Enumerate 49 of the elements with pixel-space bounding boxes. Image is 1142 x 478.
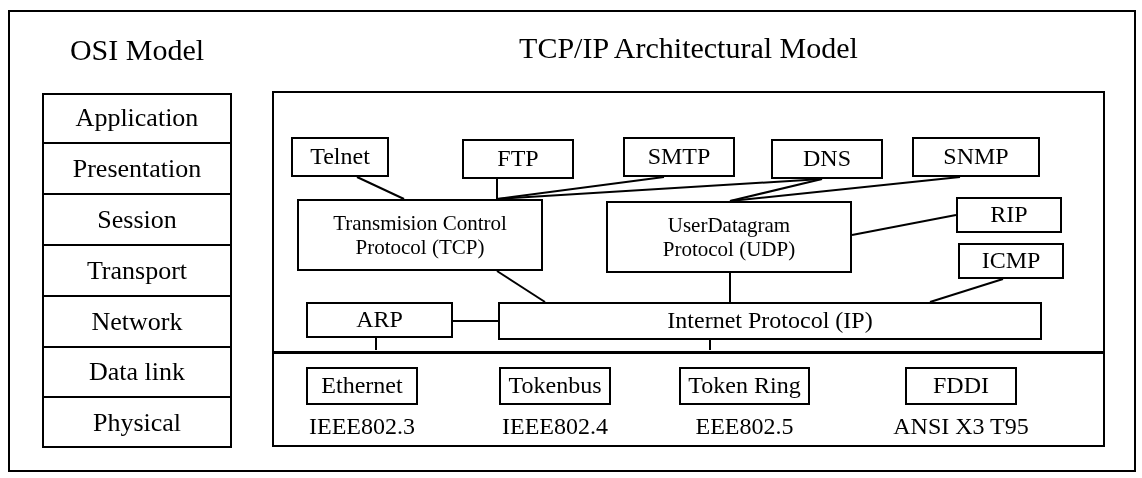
connector-line: [729, 272, 731, 303]
layer-label: Application: [75, 102, 199, 133]
protocol-label: ICMP: [981, 247, 1041, 275]
layer-label: Data link: [89, 357, 185, 387]
protocol-label: RIP: [990, 201, 1028, 229]
protocol-label: Internet Protocol (IP): [667, 307, 873, 335]
connector-line: [929, 278, 1004, 303]
column-heading: TCP/IP Architectural Model: [519, 31, 858, 66]
standard-label: ANSI X3 T95: [893, 413, 1029, 441]
protocol-label: UserDatagram Protocol (UDP): [661, 212, 797, 262]
protocol-label: FTP: [497, 145, 539, 173]
protocol-label: Transmision Control Protocol (TCP): [332, 210, 508, 260]
connector-line: [496, 178, 498, 200]
layer-label: Presentation: [72, 153, 202, 184]
connector-line: [709, 339, 711, 351]
column-heading: OSI Model: [69, 33, 205, 68]
layer-label: Session: [97, 204, 177, 235]
protocol-box: [297, 199, 543, 271]
protocol-box: [623, 137, 735, 177]
protocol-label: FDDI: [933, 372, 989, 400]
protocol-label: SMTP: [647, 143, 711, 171]
standard-label: EEE802.5: [695, 413, 794, 441]
connector-line: [729, 178, 823, 202]
layer-label: Transport: [86, 255, 188, 286]
protocol-box: [956, 197, 1062, 233]
protocol-label: DNS: [803, 145, 851, 173]
protocol-label: Ethernet: [321, 372, 403, 400]
protocol-box: [912, 137, 1040, 177]
standard-label: IEEE802.3: [309, 413, 415, 441]
protocol-label: SNMP: [943, 143, 1009, 171]
protocol-box: [958, 243, 1064, 279]
protocol-box: [606, 201, 852, 273]
connector-line: [729, 176, 961, 202]
connector-line: [496, 270, 546, 303]
layer-label: Physical: [92, 408, 182, 438]
layer-label: Network: [91, 306, 183, 337]
protocol-box: [771, 139, 883, 179]
connector-line: [851, 214, 957, 236]
protocol-box: [498, 302, 1042, 340]
connector-line: [375, 337, 377, 351]
connector-line: [452, 320, 499, 322]
protocol-box: [306, 302, 453, 338]
protocol-label: Telnet: [310, 143, 370, 171]
protocol-box: [291, 137, 389, 177]
standard-label: IEEE802.4: [502, 413, 608, 441]
protocol-label: Tokenbus: [508, 372, 602, 400]
protocol-box: [462, 139, 574, 179]
protocol-label: Token Ring: [688, 372, 801, 400]
protocol-label: ARP: [356, 306, 403, 334]
